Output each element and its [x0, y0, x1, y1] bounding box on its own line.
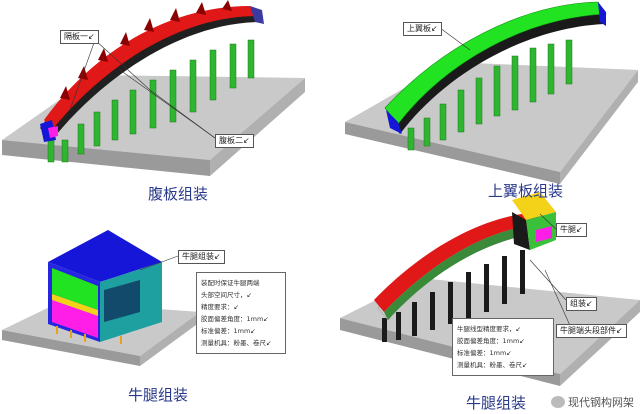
note-line: 胶面偏差角度：1mm↙	[457, 337, 525, 345]
platform-side	[560, 70, 638, 184]
wechat-icon	[551, 396, 565, 408]
note-line: 牛腿线型精度要求，↙	[457, 325, 521, 333]
support-columns	[47, 39, 255, 163]
box-inner-floor-magenta	[52, 300, 98, 338]
platform-front	[345, 122, 560, 184]
callout-assembly: 组装↙	[566, 297, 597, 311]
caption-bracket-on-girder: 牛腿组装	[466, 394, 527, 412]
platform-side	[210, 78, 305, 176]
box-inner-dark	[104, 280, 140, 322]
bracket-box-yellow	[512, 192, 556, 220]
note-bracket-assembly-requirements: 装配时保证牛腿两端 头部空间尺寸，↙ 精度要求：↙ 胶面偏差角度：1mm↙ 标准…	[196, 272, 286, 354]
panel-web-plate-assembly	[2, 0, 305, 176]
box-inner-yellow	[52, 294, 98, 316]
callout-bracket-assembly: 牛腿组装↙	[178, 250, 225, 264]
note-line: 胶面偏差角度：1mm↙	[201, 315, 269, 323]
note-line: 装配时保证牛腿两端	[201, 279, 260, 287]
girder-far-end	[250, 6, 264, 24]
caption-bracket-assembly: 牛腿组装	[128, 386, 189, 404]
note-line: 精度要求：↙	[201, 303, 239, 311]
callout-bracket: 牛腿↙	[556, 223, 587, 237]
callout-top-flange: 上翼板↙	[403, 22, 442, 36]
platform-side	[140, 312, 200, 366]
box-top-blue	[48, 230, 162, 282]
bracket-box-dark	[512, 212, 530, 250]
platform-front	[2, 330, 140, 366]
panel-bracket-assembly-box	[2, 230, 200, 366]
girder-end-magenta	[48, 126, 58, 138]
panel-top-flange-assembly	[345, 1, 638, 184]
note-line: 标准偏差：1mm↙	[457, 349, 512, 357]
callout-web-plate-two: 腹板二↙	[215, 134, 254, 148]
watermark-text: 现代钢构网架	[568, 396, 634, 409]
note-line: 测量机具：粉墨、卷尺↙	[201, 339, 272, 347]
support-columns	[382, 250, 525, 342]
callout-diaphragm-one: 隔板一↙	[60, 30, 99, 44]
bracket-box-magenta	[536, 226, 552, 242]
caption-web-plate-assembly: 腹板组装	[148, 185, 209, 203]
note-line: 测量机具：粉墨、卷尺↙	[457, 361, 528, 369]
girder-end-blue	[386, 110, 402, 134]
callout-bracket-end-part: 牛腿端头段部件↙	[556, 324, 627, 338]
caption-top-flange-assembly: 上翼板组装	[488, 182, 564, 200]
watermark: 现代钢构网架	[551, 394, 634, 410]
girder-body	[388, 12, 604, 134]
support-columns	[407, 39, 573, 151]
note-bracket-alignment-requirements: 牛腿线型精度要求，↙ 胶面偏差角度：1mm↙ 标准偏差：1mm↙ 测量机具：粉墨…	[452, 318, 554, 376]
box-inner-green	[52, 268, 98, 310]
note-line: 标准偏差：1mm↙	[201, 327, 256, 335]
weld-pins	[56, 326, 122, 344]
web-stiffener-teeth	[60, 0, 232, 100]
note-line: 头部空间尺寸，↙	[201, 291, 252, 299]
platform-side	[560, 300, 640, 386]
girder-far-end	[598, 2, 606, 26]
